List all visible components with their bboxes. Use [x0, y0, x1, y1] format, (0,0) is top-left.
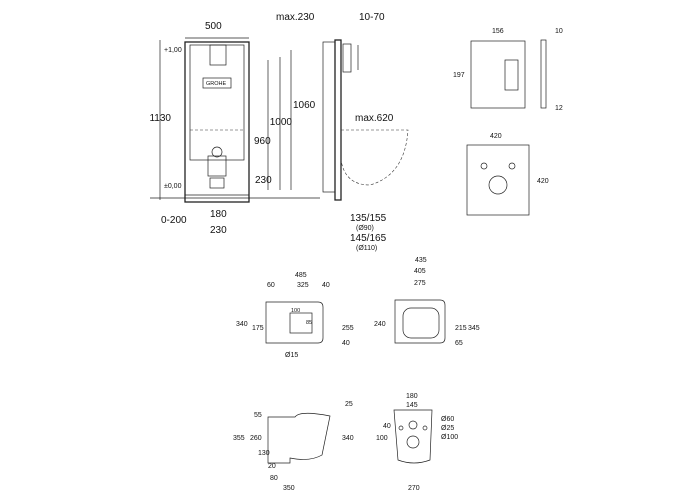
bowl-top-view: 485 60 325 40 100 85 340 175 255 40 Ø15 [236, 272, 354, 359]
dim-12: 12 [555, 105, 563, 112]
dim-20: 20 [268, 463, 276, 470]
dim-275: 275 [414, 280, 426, 287]
dim-230-width: 230 [210, 225, 227, 236]
dim-1000: 1000 [270, 117, 293, 128]
dim-135-155: 135/155 [350, 213, 387, 224]
mounting-template: 420 420 [466, 133, 549, 216]
dim-175: 175 [252, 325, 264, 332]
dim-25: 25 [345, 401, 353, 408]
dim-350: 350 [283, 485, 295, 492]
dim-0-200: 0-200 [161, 215, 187, 226]
dim-100-back: 100 [376, 435, 388, 442]
dim-40: 40 [322, 282, 330, 289]
dim-420-width: 420 [490, 133, 502, 140]
dim-d110: (Ø110) [356, 245, 377, 252]
dim-180-back: 180 [406, 393, 418, 400]
dim-10-70: 10-70 [359, 12, 385, 23]
dim-d60: Ø60 [441, 416, 454, 423]
dim-270: 270 [408, 485, 420, 492]
dim-340-side: 340 [342, 435, 354, 442]
dim-55: 55 [254, 412, 262, 419]
dim-130: 130 [258, 450, 270, 457]
dim-435: 435 [415, 257, 427, 264]
flush-plate: 156 197 10 12 [453, 28, 563, 112]
dim-355: 355 [233, 435, 245, 442]
dim-145-165: 145/165 [350, 233, 387, 244]
dim-420-height: 420 [537, 178, 549, 185]
frame-side-view: max.230 10-70 max.620 135/155 (Ø90) 145/… [276, 12, 409, 252]
bowl-back-view: 180 145 40 100 Ø60 Ø25 Ø100 270 [376, 393, 458, 492]
dim-345: 345 [468, 325, 480, 332]
grohe-logo-icon [202, 77, 232, 89]
dim-d90: (Ø90) [356, 225, 374, 232]
bowl-side-view: 55 25 355 260 340 130 20 80 350 [233, 401, 354, 492]
dim-215: 215 [455, 325, 467, 332]
dim-d25: Ø25 [441, 425, 454, 432]
dim-340: 340 [236, 321, 248, 328]
dim-85: 85 [306, 320, 312, 326]
dim-65: 65 [455, 340, 463, 347]
dim-485: 485 [295, 272, 307, 279]
dim-405: 405 [414, 268, 426, 275]
dim-960: 960 [254, 136, 271, 147]
brand-label: GROHE [206, 81, 227, 87]
dim-1060: 1060 [293, 100, 316, 111]
dim-325: 325 [297, 282, 309, 289]
dim-197: 197 [453, 72, 465, 79]
dim-d100: Ø100 [441, 434, 458, 441]
dim-40-bottom: 40 [342, 340, 350, 347]
dim-156: 156 [492, 28, 504, 35]
dim-max-620: max.620 [355, 113, 394, 124]
level-plus-1: +1,00 [164, 47, 182, 54]
level-zero: ±0,00 [164, 183, 182, 190]
seat-top-view: 435 405 275 240 215 345 65 [374, 257, 480, 347]
dim-100: 100 [291, 308, 300, 314]
dim-60: 60 [267, 282, 275, 289]
dim-80: 80 [270, 475, 278, 482]
dim-max-230: max.230 [276, 12, 315, 23]
dim-d15: Ø15 [285, 352, 298, 359]
dim-500: 500 [205, 21, 222, 32]
dim-260: 260 [250, 435, 262, 442]
frame-front-view: GROHE 500 1130 +1,00 ±0,00 960 1000 1060… [149, 21, 320, 236]
dim-10: 10 [555, 28, 563, 35]
dim-1130: 1130 [149, 113, 171, 124]
dim-230: 230 [255, 175, 272, 186]
dim-180: 180 [210, 209, 227, 220]
dim-240: 240 [374, 321, 386, 328]
dim-255: 255 [342, 325, 354, 332]
dim-145: 145 [406, 402, 418, 409]
dim-40-back: 40 [383, 423, 391, 430]
